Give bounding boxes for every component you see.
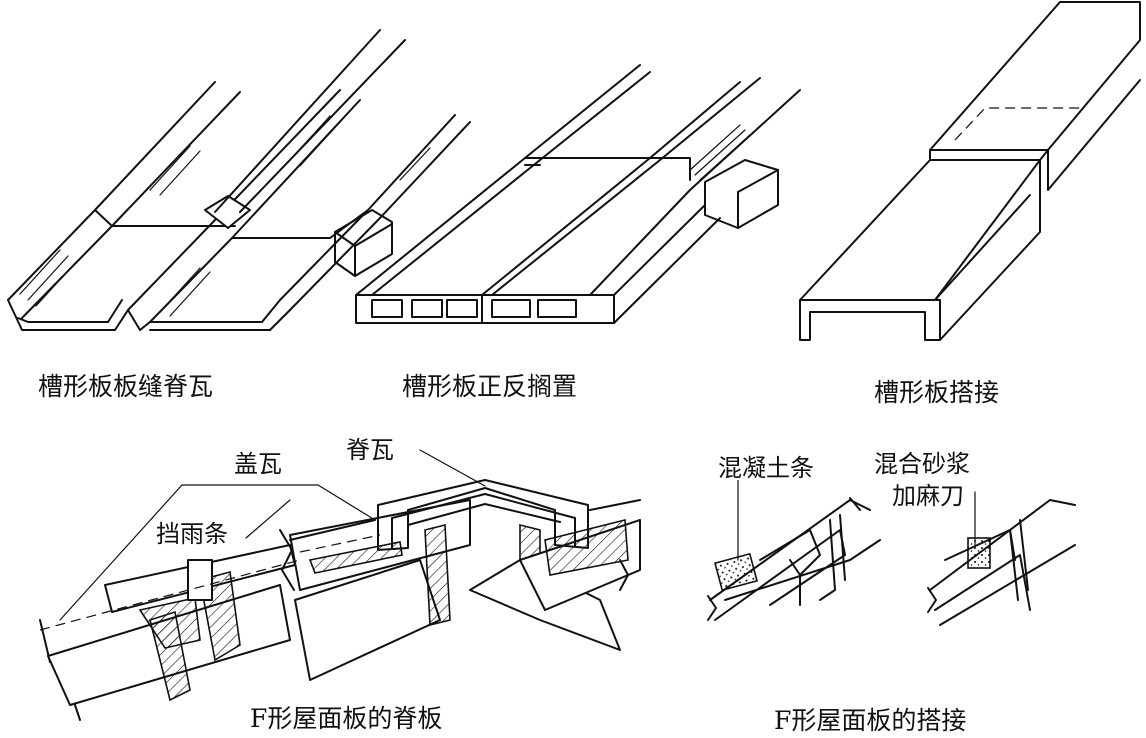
trough-lap-drawing [799, 1, 1141, 341]
label-cover-tile: 盖瓦 [234, 450, 282, 478]
caption-trough-lap: 槽形板搭接 [874, 378, 1000, 407]
f-ridge-drawing [39, 449, 641, 721]
f-lap-drawing [707, 469, 1076, 626]
caption-trough-ridge: 槽形板板缝脊瓦 [38, 372, 214, 401]
caption-trough-flip: 槽形板正反搁置 [402, 372, 578, 401]
caption-f-lap: F形屋面板的搭接 [774, 706, 967, 735]
label-mortar-line1: 混合砂浆 [874, 450, 970, 478]
label-ridge-tile: 脊瓦 [346, 436, 394, 464]
label-concrete-strip: 混凝土条 [718, 454, 814, 482]
label-rain-strip: 挡雨条 [156, 520, 228, 548]
trough-ridge-tile-drawing [7, 29, 471, 331]
trough-flip-drawing [355, 64, 801, 324]
label-mortar-line2: 加麻刀 [892, 482, 964, 510]
caption-f-ridge: F形屋面板的脊板 [250, 704, 443, 733]
